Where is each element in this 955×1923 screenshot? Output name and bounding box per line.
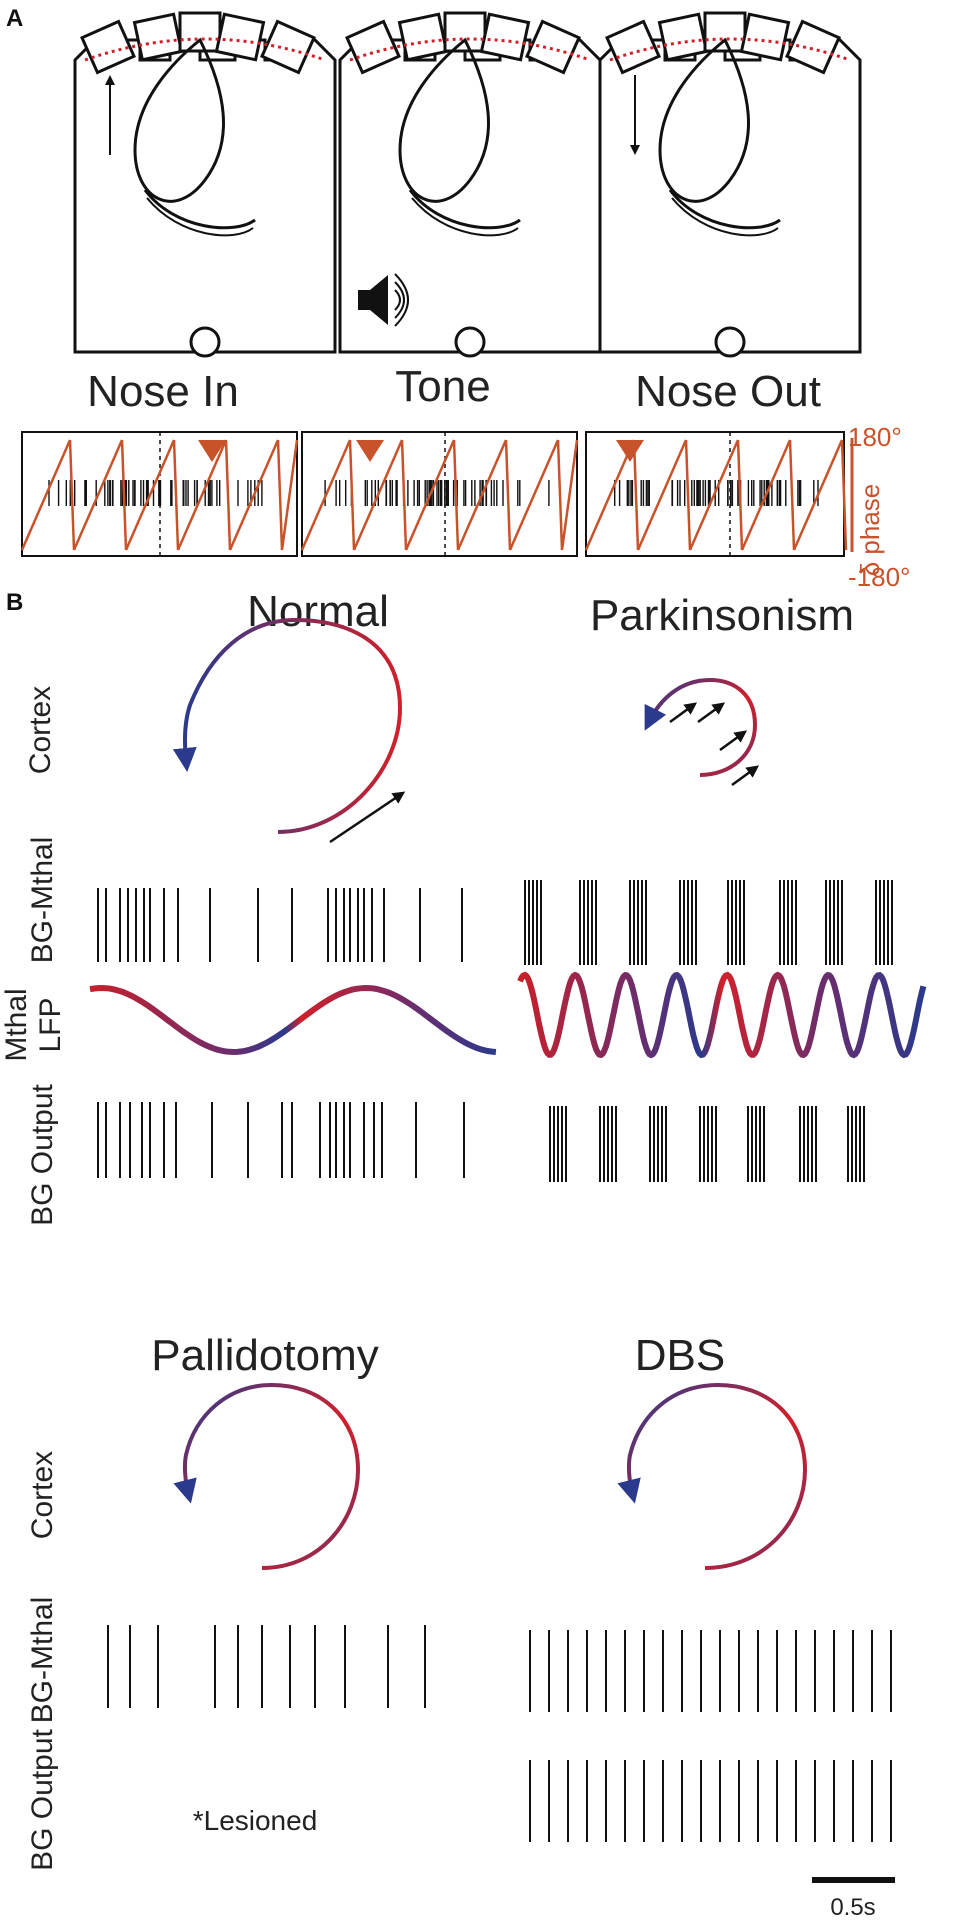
nose-port	[657, 12, 709, 62]
nose-port	[397, 12, 449, 62]
spike-train-pallidotomy-bg-mthal	[107, 1625, 426, 1708]
row-label-bg-mthal-bottom: BG-Mthal	[26, 1597, 59, 1724]
drive-arrows-parkinsonism	[669, 702, 760, 787]
phase-sawtooth	[20, 439, 299, 551]
title-pallidotomy: Pallidotomy	[151, 1331, 378, 1380]
spike-train-normal-bg-output	[97, 1102, 465, 1178]
rat-icon	[658, 37, 750, 203]
spike-train-normal-bg-mthal	[97, 888, 463, 962]
phase-axis-label: δ phase	[855, 484, 885, 577]
cortex-arc-parkinsonism	[644, 677, 758, 777]
phase-sawtooth	[300, 439, 579, 551]
rat-icon	[398, 37, 490, 203]
chamber-outline	[73, 36, 337, 354]
row-label-lfp: LFP	[34, 997, 67, 1052]
chambers-group	[73, 11, 862, 358]
spike-train-dbs-bg-mthal	[529, 1630, 892, 1712]
phase-box-0	[20, 431, 299, 557]
phase-arrowhead-icon	[356, 440, 384, 462]
row-label-bg-output-top: BG Output	[26, 1083, 59, 1225]
nose-port	[739, 12, 791, 62]
lfp-normal	[89, 984, 497, 1056]
food-cup	[454, 326, 486, 358]
sound-wave	[394, 273, 409, 327]
food-cup	[714, 326, 746, 358]
nose-port	[178, 11, 222, 53]
nose-port	[214, 12, 266, 62]
nose-port	[525, 19, 581, 75]
row-label-bg-output-bottom: BG Output	[26, 1728, 59, 1870]
cortex-arc-dbs	[617, 1382, 808, 1570]
row-label-mthal: Mthal	[0, 988, 33, 1061]
chamber-2	[598, 11, 862, 358]
rat-tail-2	[671, 197, 779, 237]
food-cup	[189, 326, 221, 358]
phase-bottom-label: -180°	[848, 562, 910, 592]
scale-bar-label: 0.5s	[830, 1894, 875, 1921]
chamber-1	[338, 11, 602, 358]
chamber-outline	[598, 36, 862, 354]
phase-arrowhead-icon	[616, 440, 644, 462]
phase-top-label: 180°	[848, 422, 902, 452]
row-label-cortex-bottom: Cortex	[26, 1451, 59, 1539]
spike-train-dbs-bg-output	[529, 1760, 892, 1842]
cortex-arc-pallidotomy	[173, 1382, 361, 1570]
phase-box-frame	[301, 431, 578, 557]
drive-arrow-normal	[329, 791, 406, 844]
nose-port	[132, 12, 184, 62]
phase-box-1	[300, 431, 579, 557]
phase-sawtooth	[584, 439, 848, 551]
nose-port	[605, 19, 661, 75]
phase-raster-group	[20, 431, 854, 557]
lfp-parkinsonism	[517, 971, 927, 1059]
condition-label-tone: Tone	[395, 362, 490, 411]
row-label-cortex-top: Cortex	[24, 686, 57, 774]
phase-arrowhead-icon	[198, 440, 226, 462]
rat-tail-2	[146, 197, 254, 237]
spike-train-parkinsonism-bg-mthal	[524, 880, 893, 965]
rat-tail-2	[411, 197, 519, 237]
panel-b-letter: B	[6, 589, 23, 616]
nose-port	[479, 12, 531, 62]
phase-box-2	[584, 431, 848, 557]
spike-train-parkinsonism-bg-output	[549, 1106, 865, 1182]
panel-a-letter: A	[6, 5, 23, 32]
chamber-0	[73, 11, 337, 358]
title-normal: Normal	[247, 587, 389, 636]
row-label-bg-mthal-top: BG-Mthal	[26, 837, 59, 964]
condition-label-nose-in: Nose In	[87, 367, 239, 416]
rat-tail	[408, 189, 521, 230]
nose-port	[443, 11, 487, 53]
lesioned-note: *Lesioned	[193, 1805, 318, 1836]
nose-port	[80, 19, 136, 75]
sound-wave	[394, 281, 405, 319]
speaker-icon	[358, 273, 409, 327]
cortex-arc-normal	[172, 617, 403, 834]
title-dbs: DBS	[635, 1331, 725, 1380]
rat-icon	[133, 37, 225, 203]
spike-trains	[89, 880, 927, 1842]
nose-port	[345, 19, 401, 75]
nose-port	[703, 11, 747, 53]
title-parkinsonism: Parkinsonism	[590, 591, 854, 640]
nose-port	[785, 19, 841, 75]
speaker-body	[358, 275, 388, 325]
nose-port	[260, 19, 316, 75]
condition-label-nose-out: Nose Out	[635, 367, 821, 416]
rat-tail	[143, 189, 256, 230]
sound-wave	[394, 289, 401, 311]
rat-tail	[668, 189, 781, 230]
